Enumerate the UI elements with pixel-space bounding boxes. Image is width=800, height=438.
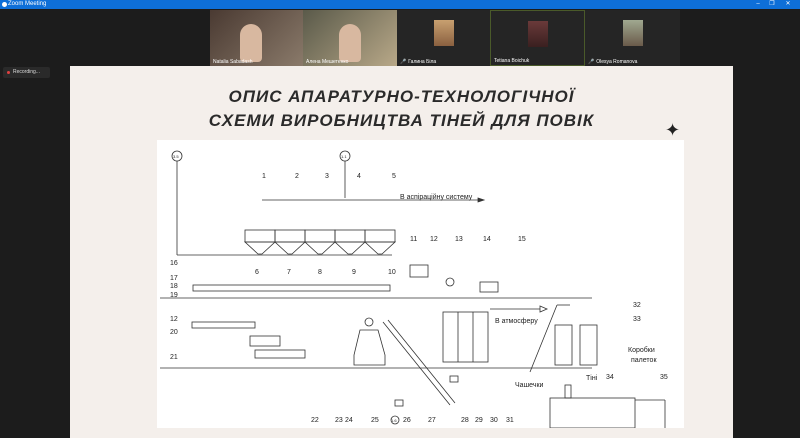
- star-icon: ✦: [665, 120, 681, 140]
- diagram-number-label: 26: [403, 417, 411, 424]
- diagram-number-label: 28: [461, 417, 469, 424]
- recording-indicator[interactable]: Recording...: [3, 67, 50, 78]
- diagram-number-label: 2: [295, 173, 299, 180]
- diagram-ref-circle: 1.1: [341, 154, 347, 159]
- muted-mic-icon: 🎤: [588, 59, 595, 65]
- participant-avatar: [527, 21, 548, 47]
- diagram-number-label: 18: [170, 283, 178, 290]
- title-bar: Zoom Meeting – ❐ ✕: [0, 0, 800, 9]
- recording-label: Recording...: [13, 69, 40, 75]
- diagram-number-label: 29: [475, 417, 483, 424]
- minimize-button[interactable]: –: [756, 1, 760, 7]
- diagram-number-label: 14: [483, 236, 491, 243]
- close-button[interactable]: ✕: [785, 1, 791, 7]
- shared-slide: ОПИС АПАРАТУРНО-ТЕХНОЛОГІЧНОЇ СХЕМИ ВИРО…: [70, 66, 733, 438]
- diagram-number-label: 13: [455, 236, 463, 243]
- participant-tile[interactable]: Алена Мешетенко: [303, 10, 397, 66]
- diagram-number-label: 7: [287, 269, 291, 276]
- participant-name: Алена Мешетенко: [306, 59, 349, 65]
- participant-tile[interactable]: 🎤Olesya Romanova: [585, 10, 680, 66]
- diagram-number-label: 5: [392, 173, 396, 180]
- diagram-number-label: 20: [170, 329, 178, 336]
- diagram-number-label: 4: [357, 173, 361, 180]
- diagram-number-label: 23: [335, 417, 343, 424]
- diagram-number-label: 27: [428, 417, 436, 424]
- participant-video: [240, 24, 262, 62]
- diagram-number-label: 35: [660, 374, 668, 381]
- diagram-number-label: 33: [633, 316, 641, 323]
- diagram-svg: 3.5 1.1 1.6 В аспіраційну систему В атмо…: [160, 150, 668, 429]
- participant-tile[interactable]: Natalia Sabadash: [210, 10, 303, 66]
- diagram-number-label: 25: [371, 417, 379, 424]
- process-diagram: 3.5 1.1 1.6 В аспіраційну систему В атмо…: [157, 140, 684, 429]
- record-icon: [7, 71, 10, 74]
- diagram-number-label: 16: [170, 260, 178, 267]
- diagram-lines: [160, 150, 666, 429]
- diagram-number-label: 17: [170, 275, 178, 282]
- shadows-label: Тіні: [586, 374, 598, 382]
- diagram-number-label: 30: [490, 417, 498, 424]
- diagram-number-label: 34: [606, 374, 614, 381]
- participant-tile[interactable]: Tetiana Boichuk: [490, 10, 585, 66]
- diagram-number-label: 12: [170, 316, 178, 323]
- diagram-number-label: 3: [325, 173, 329, 180]
- diagram-ref-circle: 3.5: [173, 154, 179, 159]
- zoom-logo-icon: [2, 2, 7, 7]
- diagram-number-label: 22: [311, 417, 319, 424]
- aspiration-label: В аспіраційну систему: [400, 193, 473, 201]
- diagram-number-label: 12: [430, 236, 438, 243]
- participant-avatar: [433, 20, 454, 46]
- participant-name: Olesya Romanova: [596, 59, 638, 65]
- muted-mic-icon: 🎤: [400, 59, 407, 65]
- atmosphere-label: В атмосферу: [495, 318, 538, 325]
- diagram-number-label: 11: [410, 236, 417, 243]
- participant-tile[interactable]: 🎤Галина Біла: [397, 10, 490, 66]
- participant-name: Natalia Sabadash: [213, 59, 253, 65]
- cups-label: Чашечки: [515, 382, 544, 389]
- participant-video: [339, 24, 361, 62]
- boxes-label: Коробки: [628, 346, 655, 354]
- diagram-number-label: 1: [262, 173, 266, 180]
- diagram-number-label: 8: [318, 269, 322, 276]
- diagram-number-label: 6: [255, 269, 259, 276]
- diagram-number-label: 24: [345, 417, 353, 424]
- participant-name: Галина Біла: [408, 59, 437, 65]
- diagram-number-label: 19: [170, 292, 178, 299]
- diagram-number-label: 32: [633, 302, 641, 309]
- restore-button[interactable]: ❐: [769, 1, 775, 7]
- participant-avatar: [622, 20, 643, 46]
- diagram-number-label: 15: [518, 236, 526, 243]
- boxes-label: палеток: [631, 357, 657, 364]
- window-title: Zoom Meeting: [8, 1, 47, 7]
- diagram-ref-circle: 1.6: [391, 418, 397, 423]
- slide-title-line2: СХЕМИ ВИРОБНИЦТВА ТІНЕЙ ДЛЯ ПОВІК: [208, 111, 595, 130]
- participant-name: Tetiana Boichuk: [494, 58, 530, 64]
- diagram-number-label: 31: [506, 417, 514, 424]
- diagram-number-label: 10: [388, 269, 396, 276]
- diagram-number-label: 21: [170, 354, 178, 361]
- slide-title-line1: ОПИС АПАРАТУРНО-ТЕХНОЛОГІЧНОЇ: [228, 87, 575, 106]
- diagram-number-label: 9: [352, 269, 356, 276]
